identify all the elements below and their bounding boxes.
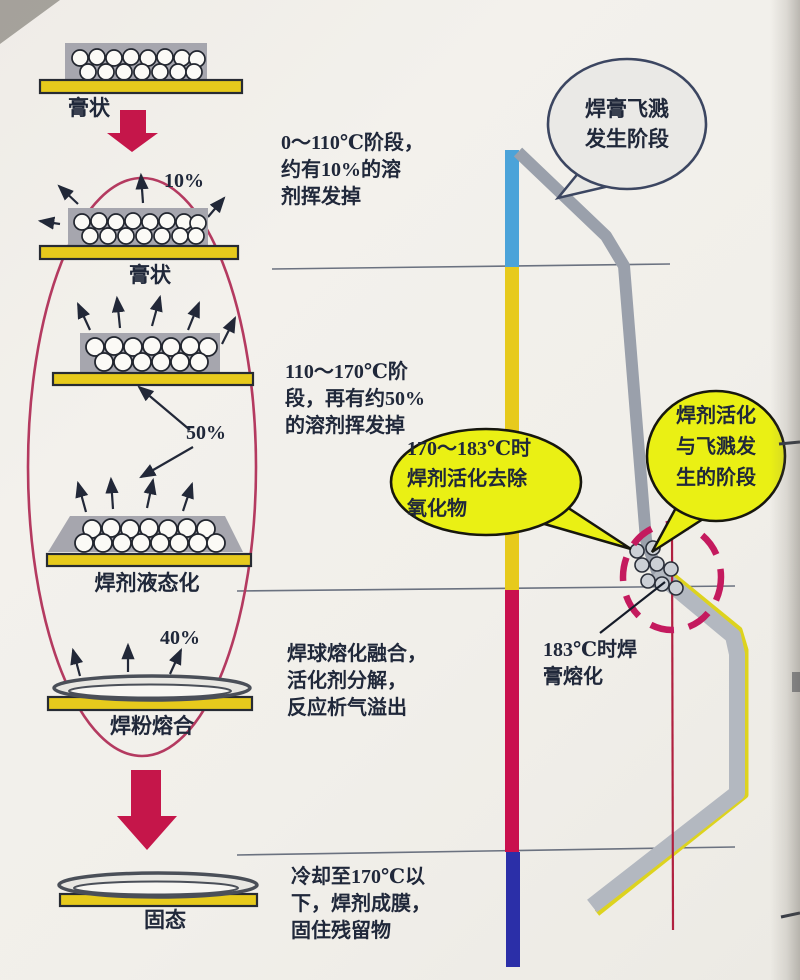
solder-powder-balls	[74, 518, 226, 553]
down-arrow-1	[107, 110, 158, 152]
solder-ball	[629, 543, 645, 559]
evaporation-arrows	[77, 294, 236, 345]
stage5-powder-fused-diagram	[46, 642, 254, 712]
margin-ticks	[778, 440, 800, 919]
solder-powder-balls	[85, 336, 218, 372]
page-edge-print-artifact	[792, 672, 800, 692]
down-arrow-2	[117, 770, 177, 850]
stage1-label: 膏状	[68, 96, 110, 120]
flux-spatter-bubble-text: 焊剂活化 与飞溅发 生的阶段	[676, 405, 756, 489]
note-110-170c: 110～170℃阶 段，再有约50% 的溶剂挥发掉	[285, 361, 425, 437]
stage4-label: 焊剂液态化	[94, 571, 200, 595]
pcb-board	[45, 552, 253, 568]
evaporation-arrows	[75, 476, 194, 513]
stage5-label: 焊粉熔合	[110, 714, 194, 738]
bubble-body	[389, 427, 583, 537]
note-0-110c: 0～110℃阶段， 约有10%的溶 剂挥发掉	[281, 132, 424, 208]
fifty-percent-pointer-arrows	[137, 385, 194, 479]
solder-ball	[640, 573, 656, 589]
margin-tick	[780, 911, 800, 919]
bar-segment-reflow	[505, 590, 519, 852]
stage5-percent: 40%	[160, 627, 200, 649]
evaporation-arrows	[37, 172, 226, 230]
spatter-stage-bubble	[546, 57, 708, 201]
stage2-paste-diagram	[37, 172, 240, 261]
molten-solder-dome-inner	[68, 683, 232, 699]
note-cooling: 冷却至170℃以 下，焊剂成膜， 固住残留物	[291, 866, 431, 942]
bubble-body	[546, 57, 708, 191]
divider-line-1	[271, 263, 671, 270]
stage4-flux-liquid-diagram	[45, 476, 253, 568]
bar-segment-cooling	[506, 852, 520, 967]
solid-solder-dome-inner	[73, 880, 239, 896]
stage1-paste-diagram	[38, 43, 244, 95]
stage6-label: 固态	[144, 908, 186, 932]
pcb-board	[38, 244, 240, 261]
temperature-zone-bar	[505, 150, 520, 967]
pcb-board	[51, 371, 255, 387]
solder-ball	[649, 556, 665, 572]
solder-ball	[668, 580, 684, 596]
stage2-percent: 10%	[164, 170, 204, 192]
solder-ball	[634, 557, 650, 573]
stage3-percent: 50%	[186, 422, 226, 444]
bar-segment-soak	[505, 267, 519, 590]
flux-spatter-bubble	[645, 389, 787, 554]
page-corner-shadow	[0, 0, 60, 44]
pcb-board	[38, 78, 244, 95]
note-183c-melt: 183℃时焊 膏熔化	[543, 639, 637, 688]
stage2-label: 膏状	[129, 263, 171, 287]
flux-activation-bubble-text: 170～183℃时 焊剂活化去除 氧化物	[407, 438, 531, 520]
page-edge-shade	[770, 0, 800, 980]
solder-powder-balls	[73, 212, 207, 245]
stage3-paste-diagram	[51, 294, 255, 479]
note-reflow: 焊球熔化融合， 活化剂分解， 反应析气溢出	[287, 643, 427, 719]
stage6-solid-diagram	[57, 871, 259, 908]
bar-segment-preheat	[505, 150, 519, 267]
solder-powder-balls	[71, 48, 206, 81]
flux-activation-bubble	[389, 427, 632, 551]
melt-pointer-line	[599, 581, 666, 634]
outgassing-arrows	[70, 642, 182, 677]
divider-line-3	[236, 846, 736, 856]
spatter-stage-bubble-text: 焊膏飞溅 发生阶段	[585, 97, 669, 151]
bubble-body	[645, 389, 787, 523]
solder-ball	[663, 561, 679, 577]
margin-tick	[778, 440, 800, 446]
